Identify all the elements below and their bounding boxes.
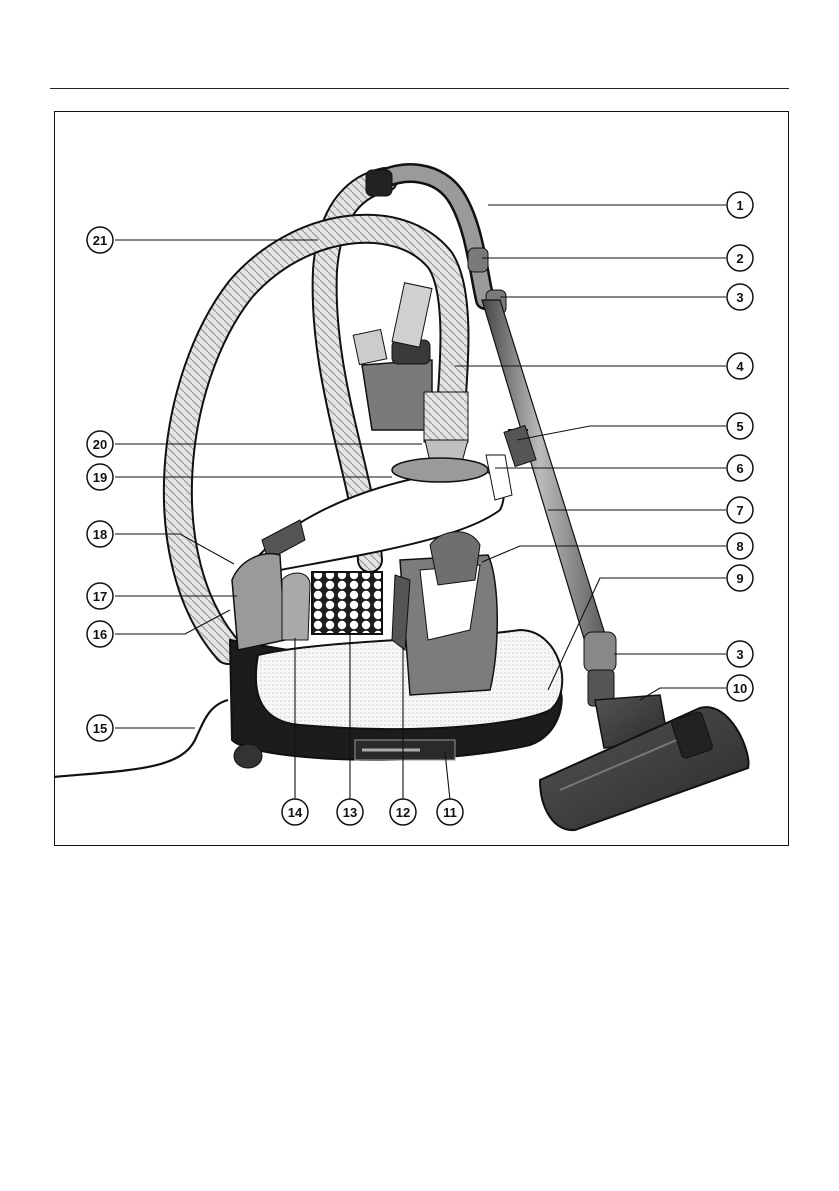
svg-text:11: 11 (443, 805, 457, 820)
svg-text:8: 8 (736, 539, 743, 554)
callout-11: 11 (437, 799, 463, 825)
callout-9: 9 (727, 565, 753, 591)
svg-text:4: 4 (736, 359, 744, 374)
crevice-nozzle (392, 283, 432, 348)
hose-socket (430, 532, 480, 585)
callout-4: 4 (727, 353, 753, 379)
motor-protection-filter (282, 573, 310, 640)
callout-5: 5 (727, 413, 753, 439)
callout-3-top: 3 (727, 284, 753, 310)
svg-text:7: 7 (736, 503, 743, 518)
callout-3-bottom: 3 (727, 641, 753, 667)
svg-text:12: 12 (396, 805, 410, 820)
callout-1: 1 (727, 192, 753, 218)
callout-6: 6 (727, 455, 753, 481)
handle-button-2 (468, 248, 488, 272)
svg-text:18: 18 (93, 527, 107, 542)
callout-21: 21 (87, 227, 113, 253)
tube-joint (584, 632, 616, 672)
callout-7: 7 (727, 497, 753, 523)
callout-19: 19 (87, 464, 113, 490)
svg-text:9: 9 (736, 571, 743, 586)
svg-text:5: 5 (736, 419, 743, 434)
swivel-connection (392, 458, 488, 482)
svg-text:3: 3 (736, 647, 743, 662)
rear-wheel (234, 744, 262, 768)
svg-text:21: 21 (93, 233, 107, 248)
callout-14: 14 (282, 799, 308, 825)
svg-text:1: 1 (736, 198, 743, 213)
callout-18: 18 (87, 521, 113, 547)
accessory-holder (362, 360, 432, 430)
svg-text:6: 6 (736, 461, 743, 476)
svg-text:16: 16 (93, 627, 107, 642)
callout-16: 16 (87, 621, 113, 647)
callout-15: 15 (87, 715, 113, 741)
svg-text:19: 19 (93, 470, 107, 485)
svg-text:3: 3 (736, 290, 743, 305)
svg-text:15: 15 (93, 721, 107, 736)
callout-12: 12 (390, 799, 416, 825)
svg-text:2: 2 (736, 251, 743, 266)
side-panel (232, 554, 285, 650)
svg-text:10: 10 (733, 681, 747, 696)
svg-text:17: 17 (93, 589, 107, 604)
svg-text:20: 20 (93, 437, 107, 452)
callout-8: 8 (727, 533, 753, 559)
handle-collar (366, 170, 392, 196)
svg-text:14: 14 (288, 805, 303, 820)
exhaust-filter (312, 572, 382, 634)
svg-text:13: 13 (343, 805, 357, 820)
callout-13: 13 (337, 799, 363, 825)
power-cord (54, 700, 228, 777)
upholstery-nozzle (353, 329, 387, 364)
callout-10: 10 (727, 675, 753, 701)
callout-17: 17 (87, 583, 113, 609)
callout-20: 20 (87, 431, 113, 457)
callout-2: 2 (727, 245, 753, 271)
hose-coupling (424, 392, 468, 442)
